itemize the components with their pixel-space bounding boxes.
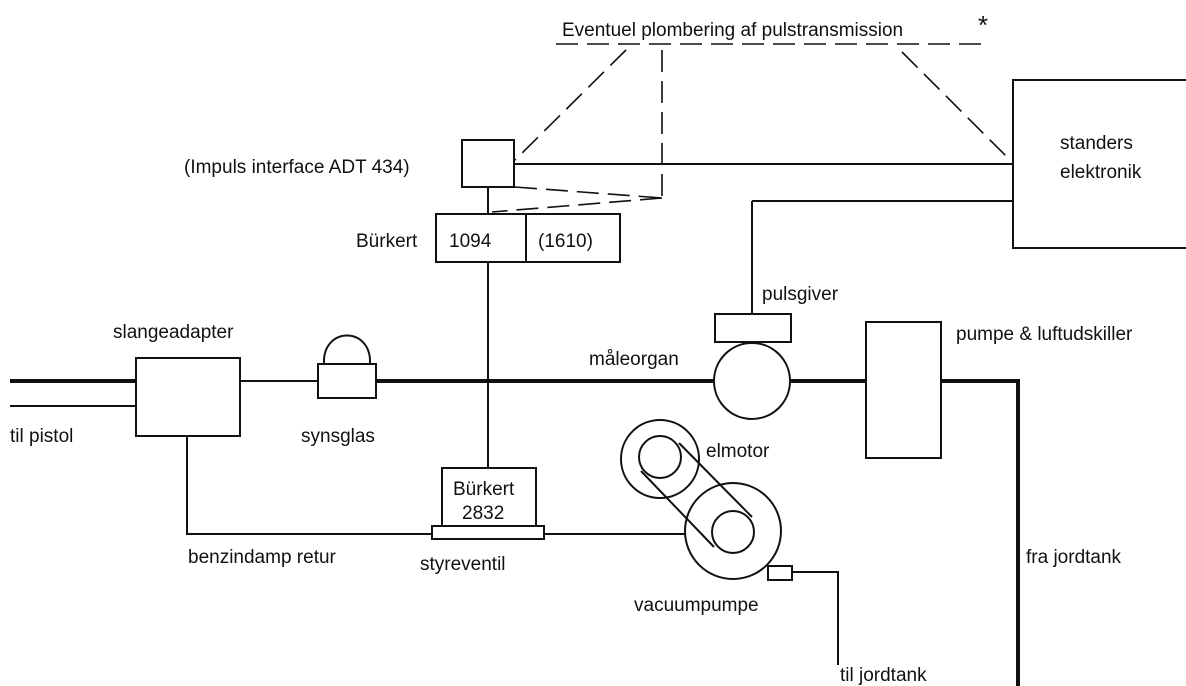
burkert-1094-box (435, 213, 621, 263)
burkert-label: Bürkert (356, 231, 418, 252)
burkert-2832-valve (431, 467, 545, 540)
vacuumpumpe-outlet (767, 565, 793, 581)
burkert-1094-outline (435, 213, 621, 263)
synsglas-dome (322, 334, 372, 365)
asterisk-label: * (978, 10, 988, 40)
vacuumpumpe-label: vacuumpumpe (634, 595, 759, 616)
belt-line-1 (640, 470, 715, 548)
thin-lines (10, 380, 839, 665)
burkert-2832-label-line2: 2832 (462, 503, 504, 524)
maaleorgan-label: måleorgan (589, 349, 679, 370)
belt-line-2 (678, 442, 753, 518)
text-labels: Eventuel plombering af pulstransmission … (10, 10, 1142, 686)
seal-dash-to-burkert (491, 197, 663, 213)
standers-elektronik-box (1012, 79, 1186, 249)
maaleorgan-circle (713, 342, 791, 420)
burkert-1610-label: (1610) (538, 231, 593, 252)
til-pistol-label: til pistol (10, 426, 73, 447)
standers-label-line2: elektronik (1060, 162, 1142, 183)
elmotor-pulley (638, 435, 682, 479)
synsglas-component (317, 334, 377, 399)
seal-dash-to-interface (514, 49, 627, 161)
til-jordtank-label: til jordtank (840, 665, 927, 686)
elmotor-vacuumpumpe (620, 419, 793, 581)
plombering-label: Eventuel plombering af pulstransmission (562, 20, 903, 41)
synsglas-body (317, 363, 377, 399)
pulsgiver-label: pulsgiver (762, 284, 839, 305)
slangeadapter-label: slangeadapter (113, 322, 234, 343)
benzindamp-retur-label: benzindamp retur (188, 547, 337, 568)
benzindamp-retur-line (186, 436, 432, 535)
impuls-interface-label: (Impuls interface ADT 434) (184, 157, 410, 178)
styreventil-label: styreventil (420, 554, 506, 575)
burkert-2832-body (441, 467, 537, 527)
vacuumpumpe-pulley (711, 510, 755, 554)
burkert-1094-label: 1094 (449, 231, 492, 252)
slangeadapter-box (135, 357, 241, 437)
impuls-interface-box (461, 139, 515, 188)
line-fra-jordtank (941, 379, 1020, 686)
main-fuel-line (10, 379, 1020, 686)
signal-wires (487, 163, 1013, 468)
seal-dash-to-electronics (901, 51, 1011, 161)
styreventil-base (431, 525, 545, 540)
seal-dashed-lines (491, 43, 1011, 213)
standers-label-line1: standers (1060, 133, 1133, 154)
line-til-jordtank (792, 571, 839, 665)
pumpe-luftudskiller-label: pumpe & luftudskiller (956, 324, 1133, 345)
elmotor-label: elmotor (706, 441, 770, 462)
burkert-2832-label-line1: Bürkert (453, 479, 515, 500)
pumpe-luftudskiller-box (865, 321, 942, 459)
fra-jordtank-label: fra jordtank (1026, 547, 1122, 568)
synsglas-label: synsglas (301, 426, 375, 447)
seal-dash-interface-bottom (514, 186, 663, 199)
pulsgiver-box (714, 313, 792, 343)
